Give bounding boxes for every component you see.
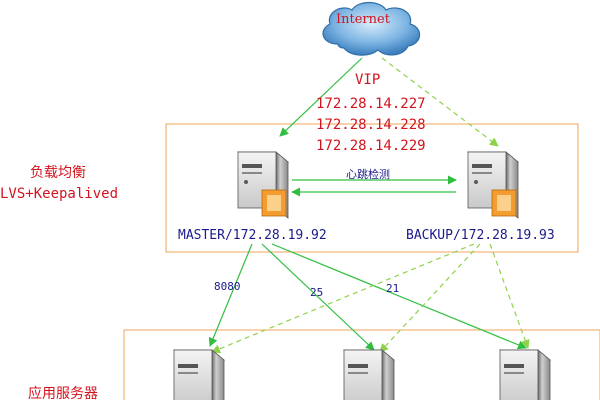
backup-to-app3-link [489,243,530,349]
backup-to-app1-link [211,243,475,354]
cloud-icon [322,1,421,56]
backup-server-icon [466,151,520,219]
master-server-label: MASTER/172.28.19.92 [178,228,327,243]
master-server-icon [236,151,290,219]
master-to-app2-link [261,243,375,351]
port-label-21: 21 [386,282,400,295]
app-group-box [123,329,600,400]
master-to-app1-link [208,243,253,347]
app-group-label: 应用服务器 [28,386,98,400]
internet-to-master-link [279,57,363,137]
app-server-2-icon [342,349,396,400]
vip-address-1: 172.28.14.227 [316,96,426,112]
app-server-3-icon [498,349,552,400]
port-label-25: 25 [310,286,324,299]
master-to-app3-link [271,243,527,350]
lb-group-box [165,123,579,253]
lb-group-label-line1: 负载均衡 [30,165,86,181]
vip-title: VIP [355,72,381,88]
backup-to-app2-link [379,243,481,353]
vip-address-3: 172.28.14.229 [316,138,426,154]
internet-to-backup-link [381,57,499,147]
vip-address-2: 172.28.14.228 [316,117,426,133]
app-server-1-icon [172,349,226,400]
heartbeat-label: 心跳检测 [346,168,390,181]
port-label-8080: 8080 [214,280,241,293]
internet-label: Internet [336,12,390,27]
backup-server-label: BACKUP/172.28.19.93 [406,228,555,243]
lb-group-label-line2: LVS+Keepalived [0,186,119,202]
